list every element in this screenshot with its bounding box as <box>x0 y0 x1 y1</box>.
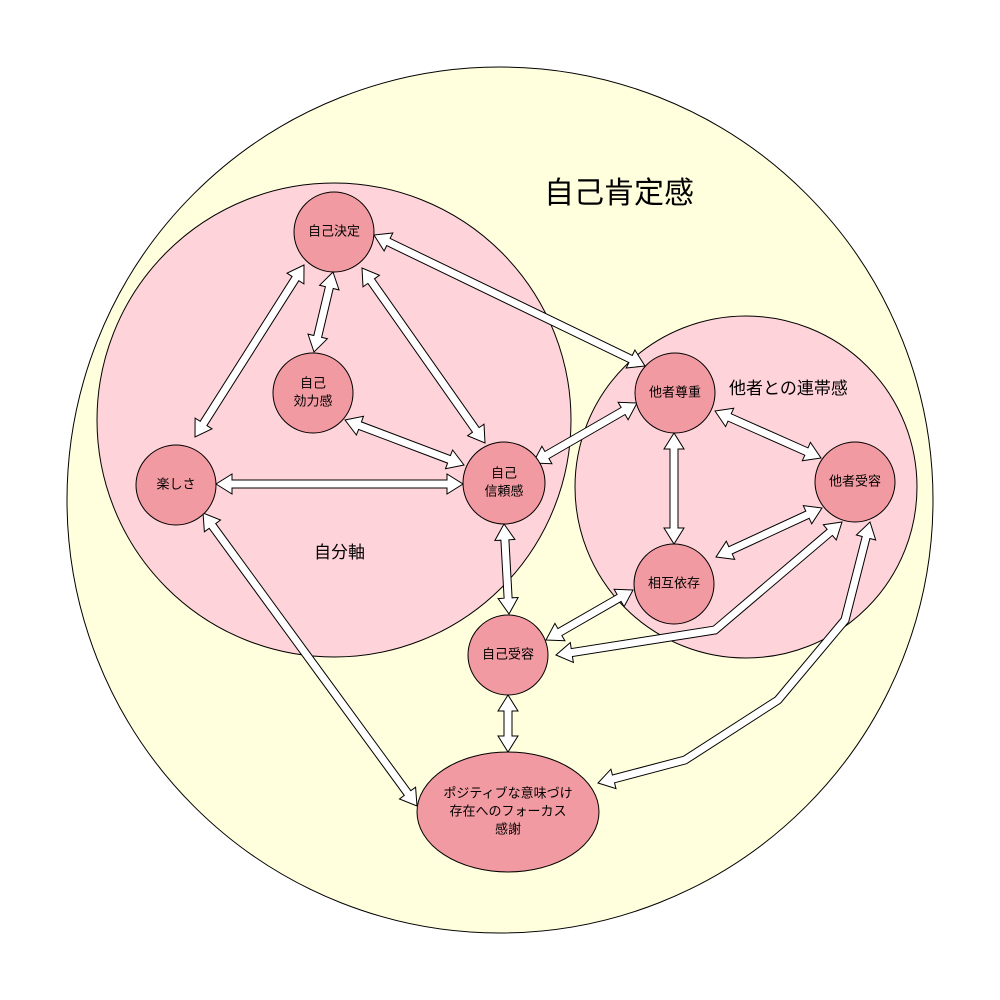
region-label-self-axis: 自分軸 <box>314 543 365 563</box>
node-jiko-shinrai[interactable]: 自己 信頼感 <box>462 441 546 525</box>
node-tasha-juyou[interactable]: 他者受容 <box>814 441 896 523</box>
node-label-line-2: 効力感 <box>293 394 332 410</box>
node-label: 他者尊重 <box>649 385 701 401</box>
node-label-line-2: 存在へのフォーカス <box>449 805 566 820</box>
arrow-sougo-juyou <box>545 588 634 642</box>
node-jiko-kouryoku[interactable]: 自己 効力感 <box>272 352 354 434</box>
node-label: 自己受容 <box>482 647 534 663</box>
node-label: 楽しさ <box>156 477 195 493</box>
region-label-solidarity: 他者との連帯感 <box>729 379 848 399</box>
node-sougo-izon[interactable]: 相互依存 <box>633 543 715 625</box>
arrows-layer <box>194 232 877 807</box>
node-label: 他者受容 <box>829 474 881 490</box>
node-label-line-1: 自己 <box>491 467 517 482</box>
node-label-line-1: 自己 <box>300 377 326 392</box>
node-label-line-2: 信頼感 <box>484 484 523 500</box>
arrow-positive-tashajuyou <box>597 521 877 790</box>
node-label-line-1: ポジティブな意味づけ <box>443 786 572 802</box>
arrow-kettei-kouryoku <box>307 271 340 353</box>
arrow-shinrai-juyou <box>494 523 519 615</box>
arrow-sougo-tashajuyou <box>715 504 823 561</box>
arrow-kettei-shinrai <box>361 267 486 444</box>
node-jiko-kettei[interactable]: 自己決定 <box>293 191 375 273</box>
node-label: 自己決定 <box>308 225 360 240</box>
arrow-sonchou-tashajuyou <box>714 407 822 462</box>
node-tanoshisa[interactable]: 楽しさ <box>135 444 217 526</box>
arrow-kettei-tanoshisa <box>194 264 305 438</box>
diagram-title: 自己肯定感 <box>544 176 694 211</box>
node-jiko-juyou[interactable]: 自己受容 <box>467 614 549 696</box>
node-tasha-sonchou[interactable]: 他者尊重 <box>634 352 716 434</box>
arrow-juyou-tashajuyou <box>555 521 843 664</box>
node-positive[interactable]: ポジティブな意味づけ 存在へのフォーカス 感謝 <box>416 751 600 873</box>
node-label: 相互依存 <box>648 577 700 592</box>
node-label-line-3: 感謝 <box>495 822 521 838</box>
arrow-kouryoku-shinrai <box>344 415 465 470</box>
